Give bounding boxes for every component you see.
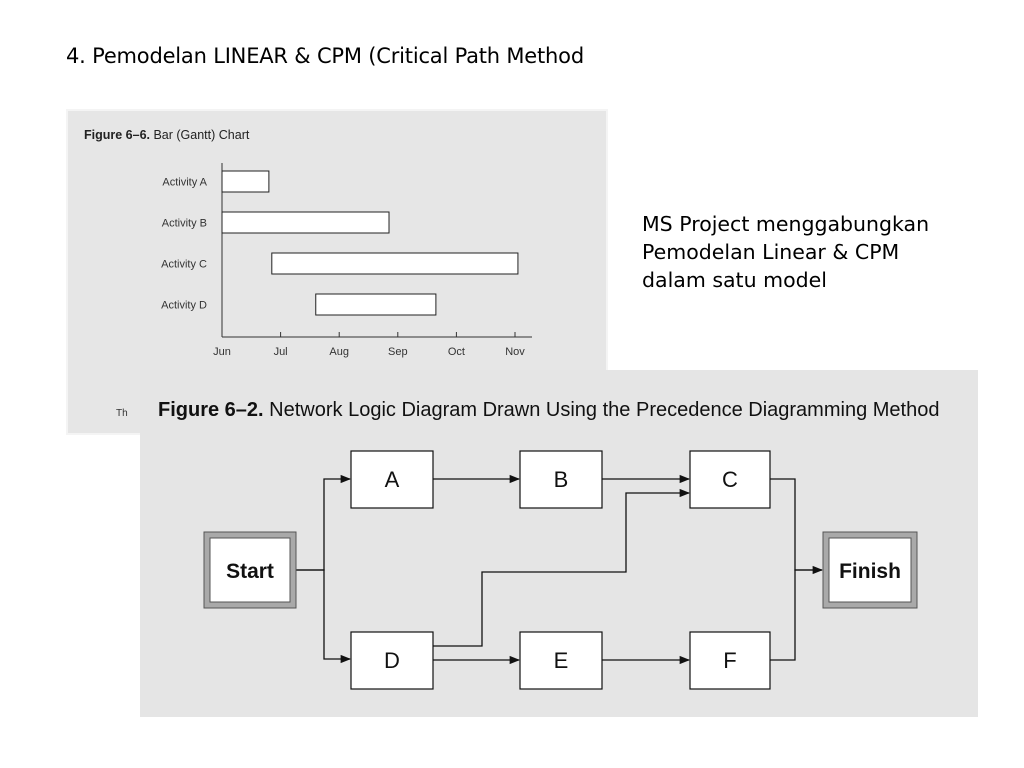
edge-start-to-d	[296, 569, 352, 664]
gantt-bar	[221, 211, 390, 234]
edge-f-to-finish	[770, 569, 822, 661]
node-start-box	[209, 537, 291, 603]
node-b-label: B	[554, 467, 569, 492]
node-a-box	[350, 450, 434, 509]
network-caption-label: Figure 6–2.	[158, 399, 264, 421]
gantt-x-tick-label: Nov	[505, 346, 525, 358]
node-c-box	[689, 450, 771, 509]
edge-d-to-c	[433, 488, 691, 647]
node-b-box	[519, 450, 603, 509]
gantt-bar	[315, 293, 437, 316]
node-a: A	[350, 450, 434, 509]
node-a-label: A	[385, 467, 400, 492]
gantt-footnote-fragment: Th	[116, 408, 128, 419]
gantt-row-label: Activity D	[161, 300, 207, 312]
slide-title: 4. Pemodelan LINEAR & CPM (Critical Path…	[66, 44, 584, 68]
node-finish: Finish	[822, 531, 918, 609]
gantt-x-tick-label: Jun	[213, 346, 231, 358]
node-f-label: F	[723, 648, 736, 673]
network-diagram-figure: Figure 6–2. Network Logic Diagram Drawn …	[140, 370, 978, 717]
gantt-bar	[271, 252, 519, 275]
node-d-label: D	[384, 648, 400, 673]
side-note-line-3: dalam satu model	[642, 268, 827, 292]
node-finish-label: Finish	[839, 560, 901, 583]
node-e-box	[519, 631, 603, 690]
network-caption-text: Network Logic Diagram Drawn Using the Pr…	[264, 399, 940, 421]
node-c-label: C	[722, 467, 738, 492]
node-d: D	[350, 631, 434, 690]
node-b: B	[519, 450, 603, 509]
node-e: E	[519, 631, 603, 690]
node-finish-box	[828, 537, 912, 603]
gantt-row-label: Activity C	[161, 259, 207, 271]
node-e-label: E	[554, 648, 569, 673]
gantt-x-tick-label: Oct	[448, 346, 465, 358]
side-note-line-2: Pemodelan Linear & CPM	[642, 240, 900, 264]
edge-start-to-a	[296, 474, 352, 571]
node-f-box	[689, 631, 771, 690]
gantt-x-tick-label: Aug	[329, 346, 349, 358]
node-c: C	[689, 450, 771, 509]
gantt-chart-svg: Figure 6–6. Bar (Gantt) Chart Activity A…	[84, 128, 532, 419]
gantt-x-tick-label: Jul	[274, 346, 288, 358]
gantt-bar	[221, 170, 270, 193]
gantt-caption-label: Figure 6–6.	[84, 128, 150, 142]
network-caption: Figure 6–2. Network Logic Diagram Drawn …	[158, 399, 939, 421]
gantt-row-label: Activity A	[162, 177, 207, 189]
gantt-x-tick-label: Sep	[388, 346, 408, 358]
network-diagram-svg: Figure 6–2. Network Logic Diagram Drawn …	[158, 399, 939, 690]
gantt-row-label: Activity B	[162, 218, 207, 230]
side-note: MS Project menggabungkan Pemodelan Linea…	[642, 210, 982, 294]
node-start-label: Start	[226, 560, 274, 583]
node-f: F	[689, 631, 771, 690]
node-start: Start	[203, 531, 297, 609]
node-d-box	[350, 631, 434, 690]
edge-c-to-finish	[770, 478, 824, 575]
gantt-caption: Figure 6–6. Bar (Gantt) Chart	[84, 128, 250, 142]
gantt-caption-text: Bar (Gantt) Chart	[150, 128, 250, 142]
side-note-line-1: MS Project menggabungkan	[642, 212, 930, 236]
